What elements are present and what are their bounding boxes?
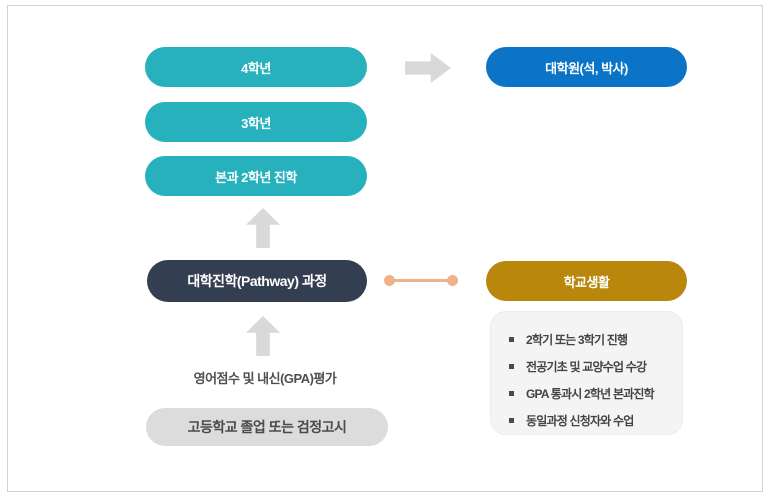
school-life-list: 2학기 또는 3학기 진행 전공기초 및 교양수업 수강 GPA 통과시 2학년… [509,326,672,434]
connector-dot-right-icon [447,275,458,286]
list-item: GPA 통과시 2학년 본과진학 [509,380,672,407]
bullet-square-icon [509,364,514,369]
list-item: 2학기 또는 3학기 진행 [509,326,672,353]
node-graduate-school: 대학원(석, 박사) [486,47,687,87]
evaluation-label: 영어점수 및 내신(GPA)평가 [193,371,337,386]
bullet-square-icon [509,391,514,396]
list-item-text: GPA 통과시 2학년 본과진학 [526,387,655,401]
list-item: 전공기초 및 교양수업 수강 [509,353,672,380]
node-pathway-course: 대학진학(Pathway) 과정 [147,260,367,302]
connector-dot-left-icon [384,275,395,286]
school-life-info-box: 2학기 또는 3학기 진행 전공기초 및 교양수업 수강 GPA 통과시 2학년… [490,311,683,435]
list-item-text: 동일과정 신청자와 수업 [526,414,634,428]
node-highschool: 고등학교 졸업 또는 검정고시 [146,408,388,446]
node-year2-entry: 본과 2학년 진학 [145,156,367,196]
bullet-square-icon [509,418,514,423]
bullet-square-icon [509,337,514,342]
node-school-life: 학교생활 [486,261,687,301]
connector-line [384,275,458,286]
node-year4: 4학년 [145,47,367,87]
list-item: 동일과정 신청자와 수업 [509,407,672,434]
list-item-text: 전공기초 및 교양수업 수강 [526,360,647,374]
node-year3: 3학년 [145,102,367,142]
list-item-text: 2학기 또는 3학기 진행 [526,333,628,347]
